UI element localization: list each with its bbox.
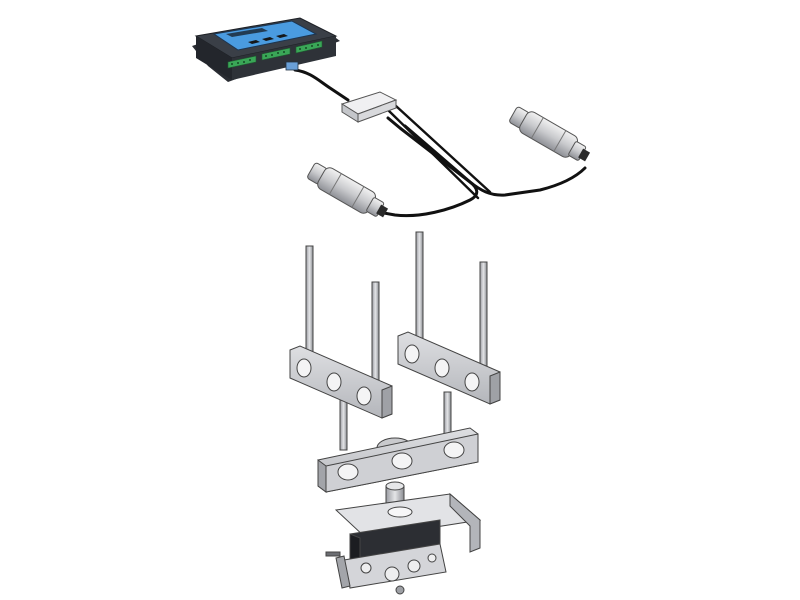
cables [293, 68, 587, 218]
load-cell-mount-icon [289, 231, 501, 595]
weighing-controller-icon [192, 17, 340, 82]
controller-cable [293, 68, 350, 102]
controller-screen [212, 20, 318, 51]
base-block [325, 519, 447, 595]
lower-plate [317, 427, 479, 493]
controller-buttons [248, 34, 288, 44]
junction-box-icon [340, 91, 398, 123]
guide-rods [305, 231, 488, 451]
load-cell-icon [509, 106, 591, 162]
mounting-bracket [334, 492, 482, 553]
terminal-blocks [227, 40, 323, 69]
upper-plate-right [397, 331, 501, 405]
upper-plate-left [289, 345, 393, 419]
right-cell-cable [403, 124, 587, 197]
load-cell-icon [307, 162, 389, 218]
